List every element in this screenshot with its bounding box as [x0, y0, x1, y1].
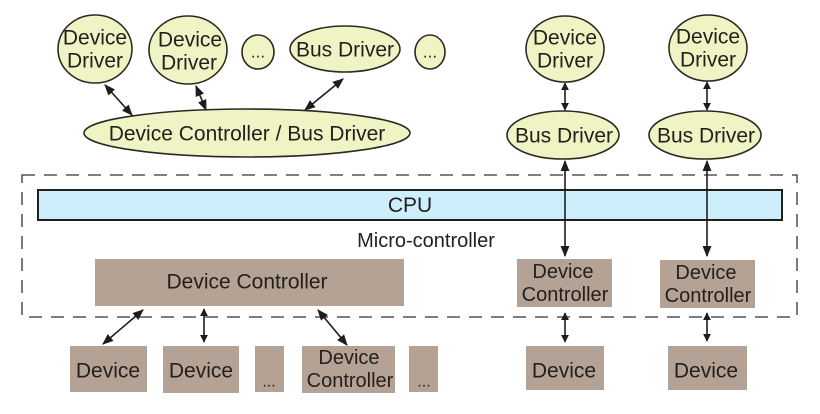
- node-label: ...: [251, 43, 265, 62]
- arrow-busdriver-hub: [304, 78, 344, 111]
- node-label: Device: [158, 29, 222, 52]
- arrow-dd2-hub: [195, 84, 207, 112]
- bus-driver-node-right-1: Bus Driver: [506, 110, 620, 160]
- ellipsis-box-1: ...: [255, 346, 284, 392]
- cpu-block: CPU: [37, 189, 783, 221]
- node-label: Device: [674, 360, 738, 383]
- node-label: Controller: [665, 285, 752, 307]
- node-label: ...: [417, 374, 430, 391]
- device-box-2: Device: [163, 346, 239, 393]
- device-box-right-1: Device: [526, 346, 604, 390]
- node-label: Device: [676, 26, 740, 49]
- ellipsis-node-1: ...: [241, 34, 275, 70]
- node-label: ...: [423, 43, 437, 62]
- node-label: Device: [169, 360, 233, 383]
- cpu-label: CPU: [388, 194, 432, 217]
- arrow-controller-device-1: [102, 309, 144, 345]
- ellipsis-node-2: ...: [414, 34, 446, 70]
- arrow-dd1-hub: [104, 84, 133, 116]
- node-label: Device: [63, 27, 127, 50]
- node-label: Device Controller / Bus Driver: [109, 123, 386, 146]
- node-label: Bus Driver: [657, 125, 755, 148]
- device-driver-node-right-1: Device Driver: [525, 15, 605, 83]
- device-controller-bus-driver-hub: Device Controller / Bus Driver: [83, 108, 411, 158]
- bus-driver-node: Bus Driver: [289, 25, 401, 73]
- node-label: Device: [675, 262, 736, 284]
- node-label: Device: [532, 261, 593, 283]
- node-label: Controller: [307, 370, 394, 392]
- device-controller-block: Device Controller: [95, 259, 404, 306]
- device-controller-box-bottom: Device Controller: [302, 346, 395, 393]
- node-label: Device: [318, 347, 379, 369]
- device-driver-node-2: Device Driver: [148, 15, 228, 85]
- node-label: Bus Driver: [515, 125, 613, 148]
- node-label: Device: [532, 360, 596, 383]
- device-box-right-2: Device: [668, 346, 747, 390]
- bus-driver-node-right-2: Bus Driver: [648, 110, 762, 160]
- node-label: Device: [76, 360, 140, 383]
- ellipsis-box-2: ...: [409, 346, 438, 392]
- node-label: Driver: [67, 50, 123, 73]
- device-driver-node-1: Device Driver: [57, 14, 133, 84]
- node-label: Controller: [522, 284, 609, 306]
- node-label: Bus Driver: [296, 39, 394, 62]
- node-label: Driver: [537, 50, 593, 73]
- microcontroller-label: Micro-controller: [357, 230, 495, 252]
- node-label: Device Controller: [166, 271, 327, 294]
- microcontroller-boundary: [21, 174, 798, 318]
- node-label: Device: [533, 27, 597, 50]
- node-label: Driver: [680, 49, 736, 72]
- arrow-controller-subcontroller: [317, 309, 348, 346]
- node-label: Driver: [161, 52, 217, 75]
- node-label: ...: [262, 374, 275, 391]
- device-controller-right-2: Device Controller: [660, 260, 755, 308]
- device-driver-node-right-2: Device Driver: [668, 14, 748, 82]
- device-controller-right-1: Device Controller: [517, 259, 612, 307]
- device-box-1: Device: [70, 346, 147, 392]
